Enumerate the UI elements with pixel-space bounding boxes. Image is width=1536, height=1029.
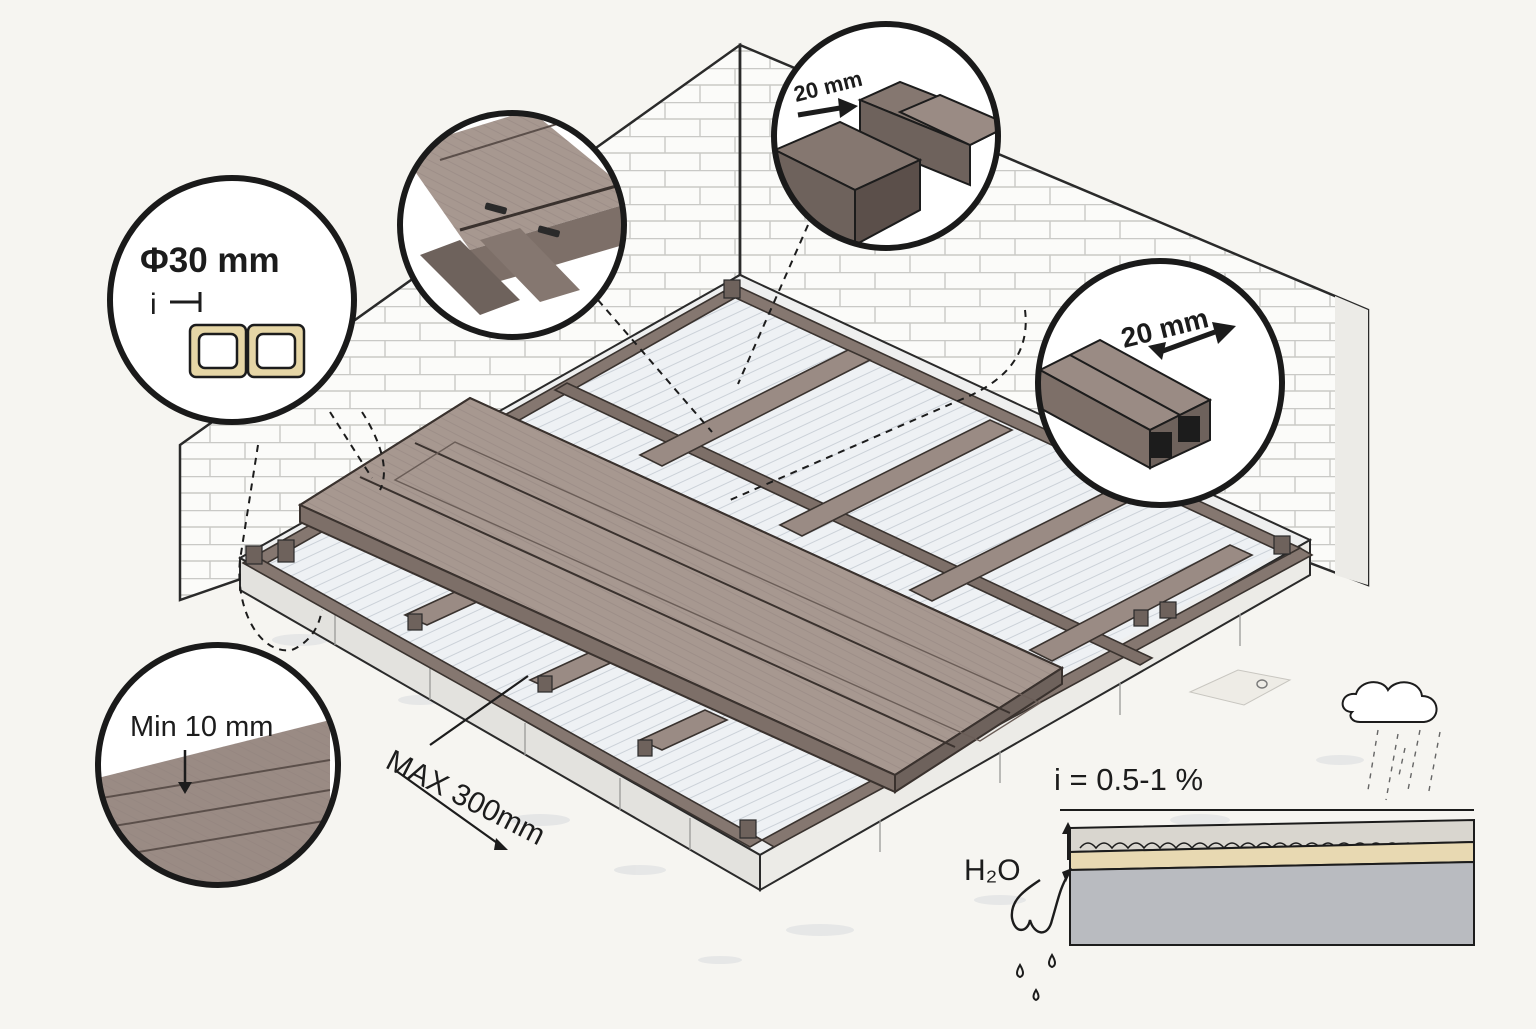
joist-spacing-label: MAX 300mm: [381, 744, 550, 852]
edge-gap-label: Min 10 mm: [130, 711, 273, 743]
water-label: H₂O: [964, 854, 1021, 887]
slab-tag: [1188, 669, 1292, 706]
arrow-right-icon: [1159, 329, 1216, 355]
pedestals: [245, 279, 1291, 839]
slope-label: i = 0.5-1 %: [1054, 762, 1203, 797]
clip-slot-icon: [484, 202, 507, 215]
callout-edge-gap: Min 10 mm: [95, 642, 341, 888]
callout-joist-gap-right: 20 mm: [1035, 258, 1285, 508]
slope-marker-icon: [170, 292, 202, 312]
callout-board-clip: [397, 110, 627, 340]
arrow-down-icon: [178, 782, 192, 794]
pipe-diameter-label: Φ30 mm: [140, 241, 280, 280]
deck-boards: [297, 396, 1065, 794]
leader-lines: [238, 224, 1027, 652]
pipe-slope-label: i: [150, 288, 157, 321]
drainage-cross-section: i = 0.5-1 % H₂O: [964, 762, 1475, 1002]
rain-cloud-icon: [1341, 681, 1441, 801]
arrow-right-icon: [494, 838, 508, 850]
ground-shading: [272, 634, 1364, 964]
callout-joist-gap-top: 20 mm: [771, 21, 1001, 251]
water-drip-icon: [1010, 874, 1070, 934]
arrow-right-icon: [797, 105, 841, 118]
callout-pipe-diameter: Φ30 mm i: [107, 175, 357, 425]
